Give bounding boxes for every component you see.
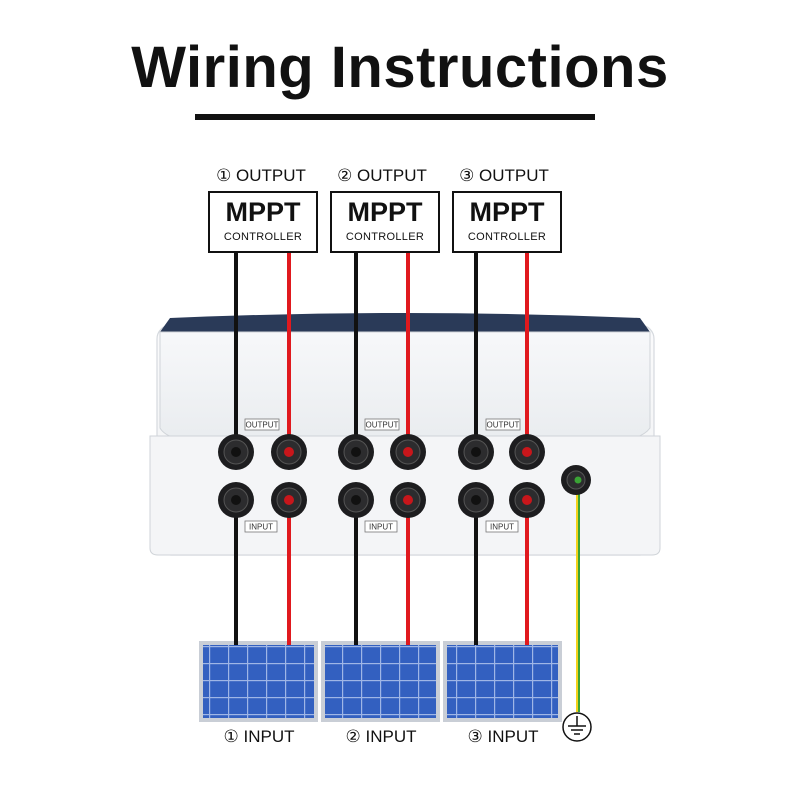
title-underline bbox=[195, 114, 595, 120]
box-lid-edge bbox=[160, 313, 650, 332]
solar-panel-2 bbox=[321, 641, 440, 722]
input-negative-connector-2 bbox=[338, 482, 374, 518]
box-lid bbox=[159, 331, 651, 443]
mppt-controller-3: MPPT CONTROLLER bbox=[452, 191, 562, 253]
ground-connector bbox=[561, 465, 591, 495]
solar-panel-3 bbox=[443, 641, 562, 722]
input-tag-text: INPUT bbox=[249, 523, 273, 532]
output-tag-text: OUTPUT bbox=[246, 421, 279, 430]
output-negative-connector-2 bbox=[338, 434, 374, 470]
input-negative-connector-1 bbox=[218, 482, 254, 518]
input-positive-connector-2 bbox=[390, 482, 426, 518]
wires bbox=[234, 253, 580, 712]
solar-panels bbox=[199, 641, 562, 722]
input-label-3: ③ INPUT bbox=[467, 727, 539, 746]
connectors bbox=[218, 434, 591, 518]
mppt-subtitle: CONTROLLER bbox=[345, 231, 425, 243]
mppt-subtitle: CONTROLLER bbox=[223, 231, 303, 243]
mppt-title: MPPT bbox=[347, 197, 423, 227]
input-label-1: ① INPUT bbox=[223, 727, 295, 746]
output-positive-connector-2 bbox=[390, 434, 426, 470]
output-negative-connector-3 bbox=[458, 434, 494, 470]
output-tag-text: OUTPUT bbox=[487, 421, 520, 430]
output-tags: OUTPUT OUTPUT OUTPUT bbox=[244, 418, 521, 431]
mppt-controller-2: MPPT CONTROLLER bbox=[330, 191, 440, 253]
output-positive-connector-1 bbox=[271, 434, 307, 470]
mppt-title: MPPT bbox=[225, 197, 301, 227]
page-title: Wiring Instructions bbox=[131, 35, 669, 100]
ground-icon bbox=[562, 712, 592, 742]
ground-wire bbox=[576, 480, 580, 712]
output-label-1: ① OUTPUT bbox=[216, 166, 306, 185]
output-label-3: ③ OUTPUT bbox=[459, 166, 549, 185]
solar-panel-1 bbox=[199, 641, 318, 722]
input-tag-text: INPUT bbox=[490, 523, 514, 532]
input-tag-text: INPUT bbox=[369, 523, 393, 532]
input-label-2: ② INPUT bbox=[345, 727, 417, 746]
mppt-controller-1: MPPT CONTROLLER bbox=[208, 191, 318, 253]
input-positive-connector-3 bbox=[509, 482, 545, 518]
mppt-subtitle: CONTROLLER bbox=[467, 231, 547, 243]
combiner-box bbox=[149, 313, 661, 556]
output-positive-connector-3 bbox=[509, 434, 545, 470]
input-negative-connector-3 bbox=[458, 482, 494, 518]
mppt-title: MPPT bbox=[469, 197, 545, 227]
input-tags: INPUT INPUT INPUT bbox=[244, 520, 519, 533]
output-label-2: ② OUTPUT bbox=[337, 166, 427, 185]
output-tag-text: OUTPUT bbox=[366, 421, 399, 430]
output-negative-connector-1 bbox=[218, 434, 254, 470]
input-positive-connector-1 bbox=[271, 482, 307, 518]
